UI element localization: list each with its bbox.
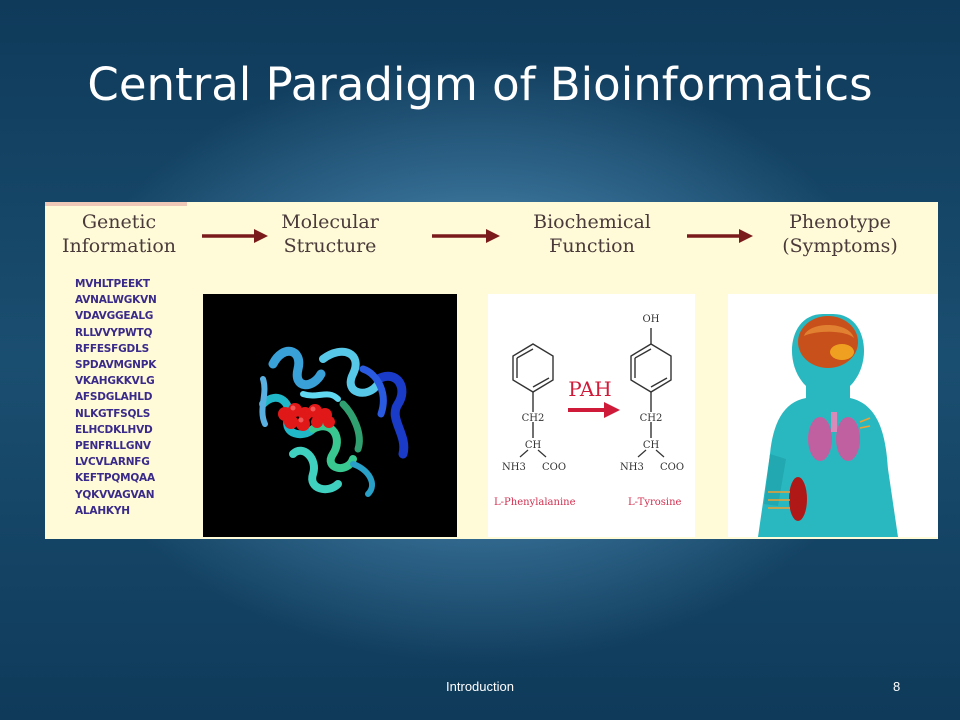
enzyme-arrow-icon bbox=[568, 402, 620, 418]
flow-arrow-icon bbox=[432, 229, 500, 243]
sequence-line: ELHCDKLHVD bbox=[75, 423, 153, 436]
reaction-diagram: OH CH2 CH2 CH CH NH3 COO NH3 COO PAH L-P… bbox=[494, 314, 684, 508]
carboxyl-label: COO bbox=[542, 462, 566, 473]
footer-section-label: Introduction bbox=[446, 679, 514, 694]
hydroxyl-label: OH bbox=[643, 314, 660, 325]
stage-molecular-structure: Molecular Structure bbox=[260, 210, 400, 258]
slide-number: 8 bbox=[893, 679, 901, 694]
sequence-line: AFSDGLAHLD bbox=[75, 391, 153, 404]
ch-label: CH bbox=[525, 440, 542, 451]
sequence-line: VKAHGKKVLG bbox=[75, 375, 155, 388]
stage-genetic-information: Genetic Information bbox=[49, 210, 189, 258]
slide-title: Central Paradigm of Bioinformatics bbox=[87, 58, 873, 111]
human-body-icon bbox=[758, 314, 898, 537]
sequence-line: ALAHKYH bbox=[75, 504, 130, 517]
amino-acid-sequence: MVHLTPEEKT AVNALWGKVN VDAVGGEALG RLLVVYPWTQ… bbox=[75, 276, 185, 519]
figure-corner-accent bbox=[45, 202, 187, 206]
stage-label-line2: Structure bbox=[283, 235, 377, 257]
ch2-label: CH2 bbox=[640, 413, 663, 424]
stage-biochemical-function: Biochemical Function bbox=[517, 210, 667, 258]
stage-label-line1: Biochemical bbox=[533, 211, 651, 233]
ch-label: CH bbox=[643, 440, 660, 451]
stage-label-line2: Information bbox=[61, 235, 177, 257]
stage-label-line1: Genetic bbox=[81, 211, 157, 233]
flow-arrow-icon bbox=[687, 229, 753, 243]
stage-label-line1: Molecular bbox=[281, 211, 379, 233]
sequence-line: YQKVVAGVAN bbox=[75, 488, 155, 501]
sequence-line: MVHLTPEEKT bbox=[75, 278, 150, 290]
stage-label-line1: Phenotype bbox=[789, 211, 891, 233]
sequence-line: AVNALWGKVN bbox=[75, 294, 157, 307]
paradigm-figure: Genetic Information Molecular Structure … bbox=[45, 202, 938, 539]
substrate-label: L-Phenylalanine bbox=[494, 497, 576, 508]
benzene-ring-icon bbox=[630, 328, 672, 438]
stage-phenotype: Phenotype (Symptoms) bbox=[765, 210, 915, 258]
stage-label-line2: Function bbox=[549, 235, 635, 257]
stage-label-line2: (Symptoms) bbox=[782, 235, 898, 257]
sequence-line: PENFRLLGNV bbox=[75, 440, 151, 453]
sequence-line: VDAVGGEALG bbox=[75, 310, 154, 323]
ch2-label: CH2 bbox=[522, 413, 545, 424]
amine-label: NH3 bbox=[620, 462, 644, 473]
chemical-reaction-image: OH CH2 CH2 CH CH NH3 COO NH3 COO PAH L-P… bbox=[488, 294, 695, 537]
enzyme-label: PAH bbox=[568, 377, 612, 401]
sequence-line: RFFESFGDLS bbox=[75, 342, 149, 355]
product-label: L-Tyrosine bbox=[628, 497, 682, 508]
sequence-line: LVCVLARNFG bbox=[75, 456, 150, 469]
carboxyl-label: COO bbox=[660, 462, 684, 473]
sequence-line: SPDAVMGNPK bbox=[75, 359, 157, 372]
benzene-ring-icon bbox=[512, 343, 554, 438]
sequence-line: KEFTPQMQAA bbox=[75, 472, 155, 485]
protein-ribbon-icon bbox=[259, 347, 409, 497]
sequence-line: NLKGTFSQLS bbox=[75, 407, 151, 420]
protein-structure-image bbox=[203, 294, 457, 537]
amine-label: NH3 bbox=[502, 462, 526, 473]
flow-arrow-icon bbox=[202, 229, 268, 243]
sequence-line: RLLVVYPWTQ bbox=[75, 326, 153, 339]
phenotype-body-image bbox=[728, 294, 938, 537]
